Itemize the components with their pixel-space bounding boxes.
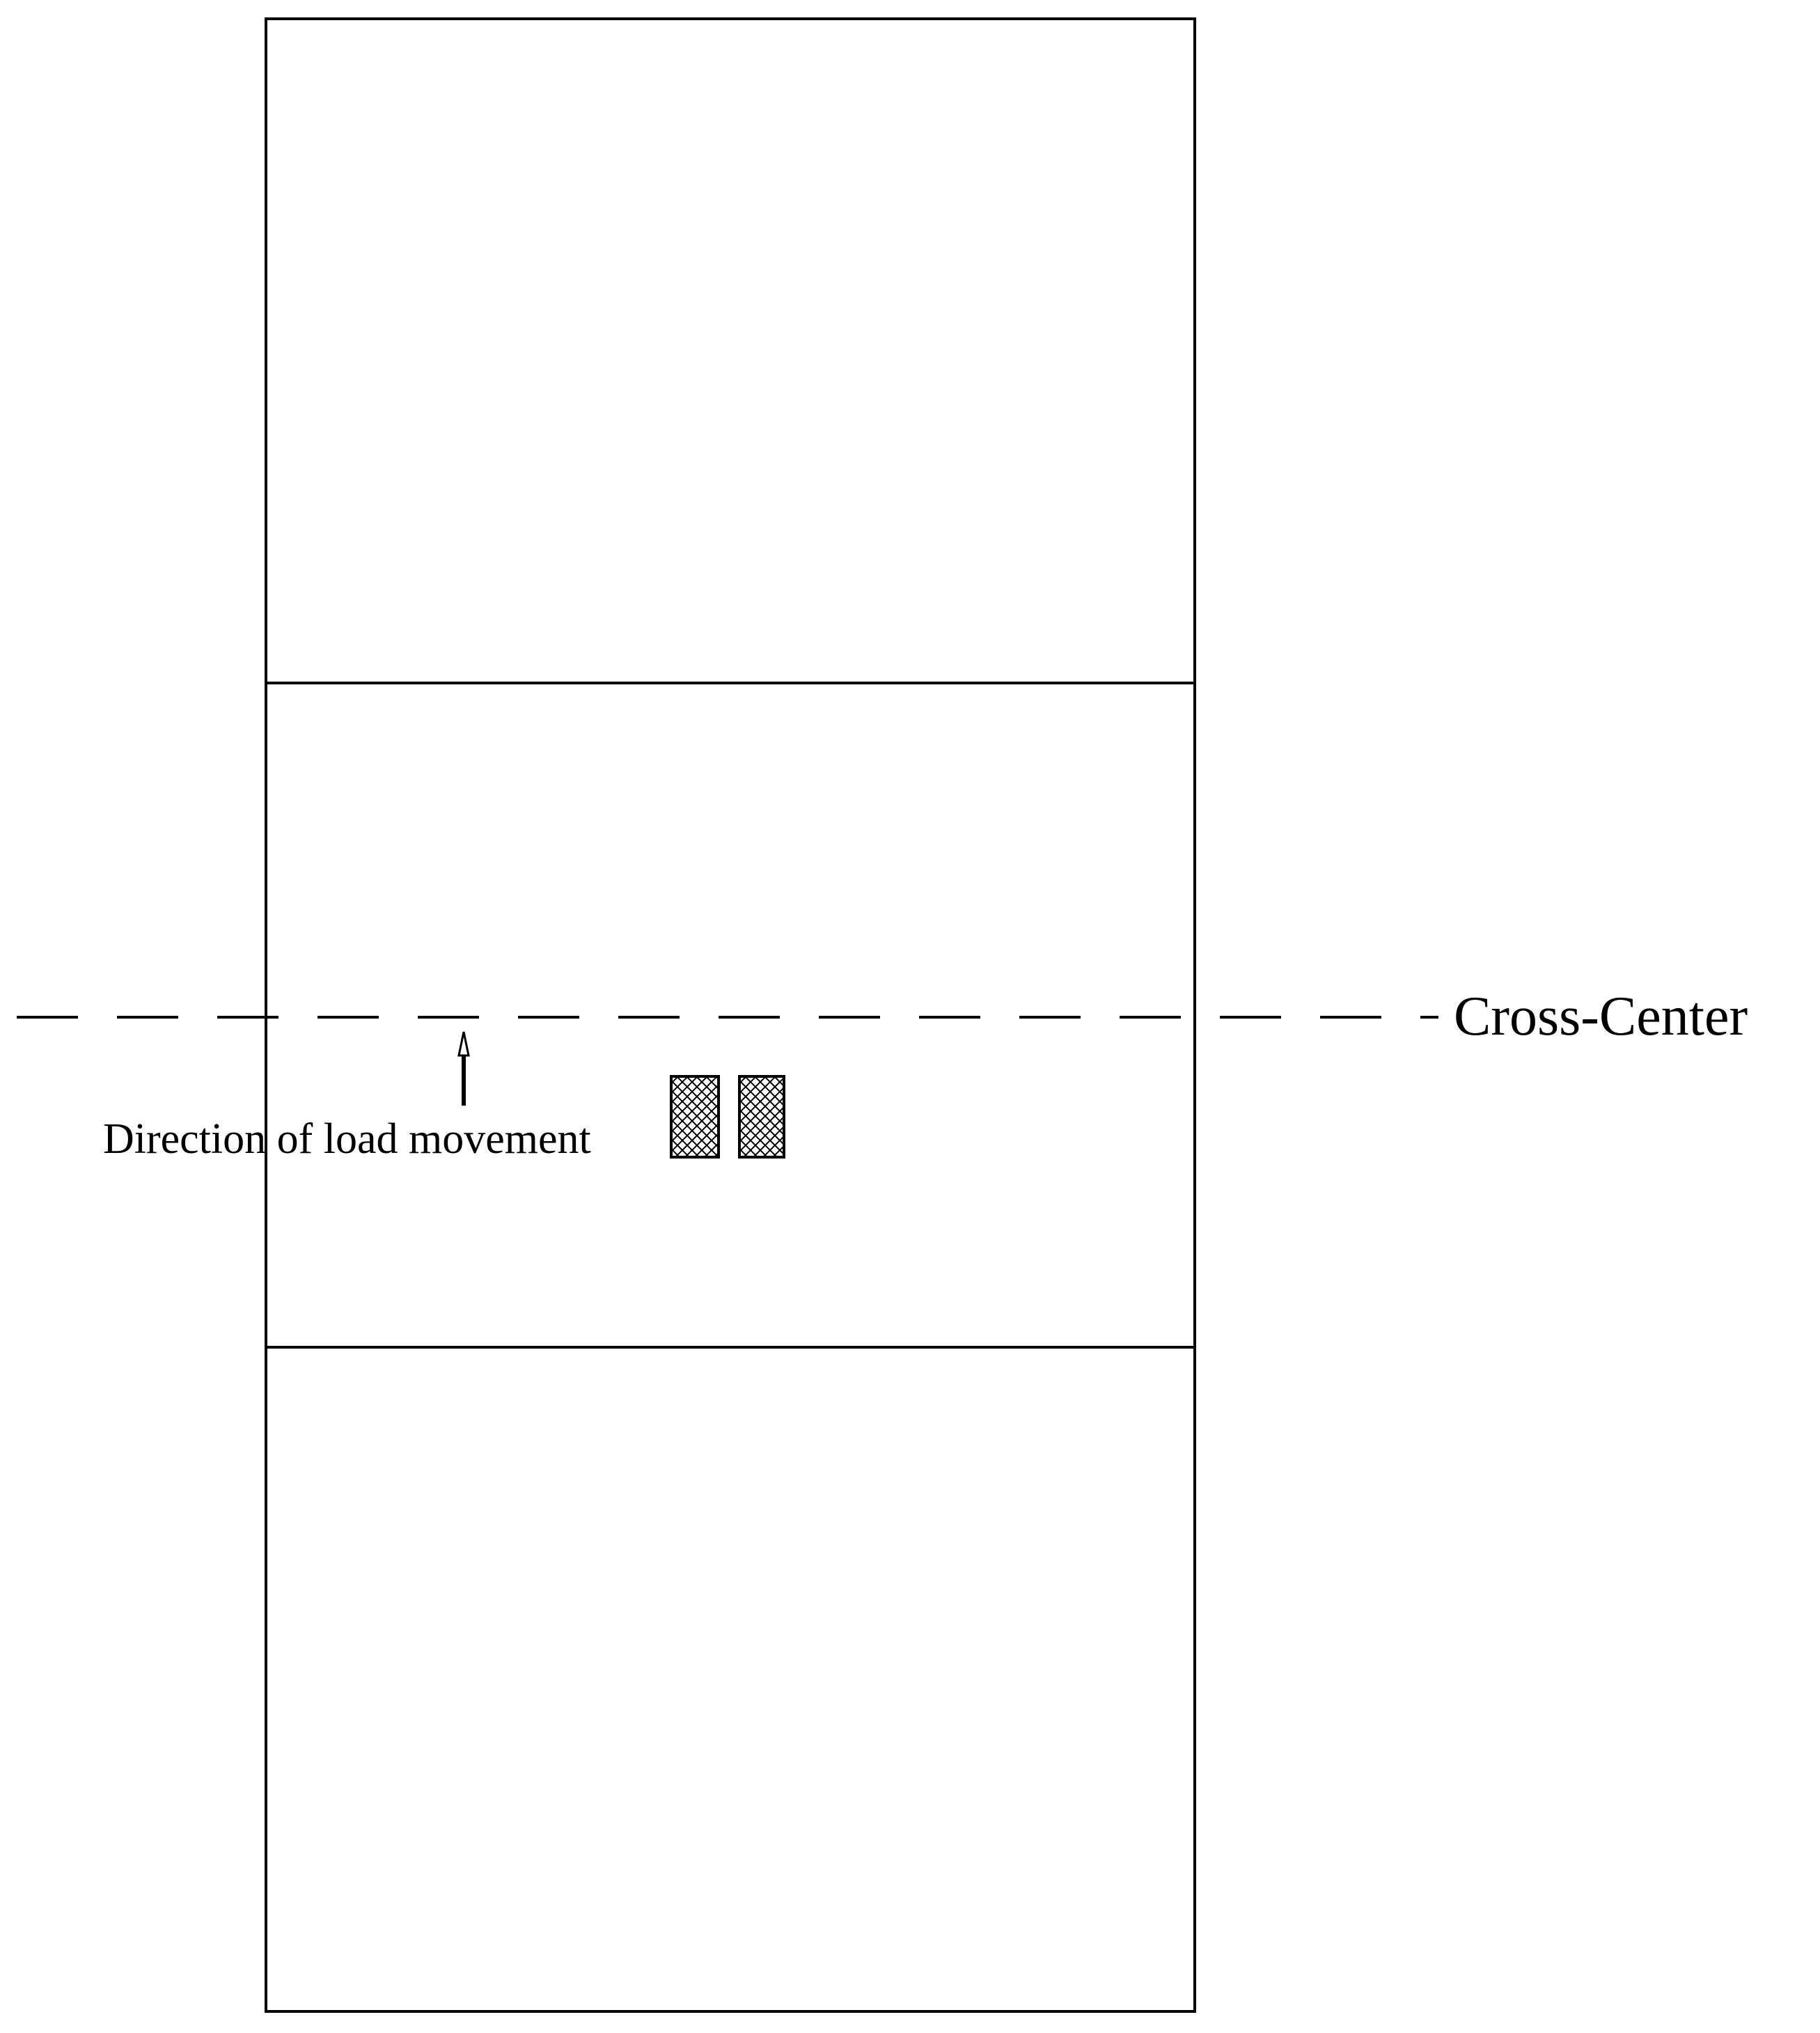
- direction-label: Direction of load movement: [103, 1115, 591, 1163]
- wheel-load-left: [670, 1075, 720, 1159]
- slab-outline: [265, 17, 1196, 2013]
- cross-center-label: Cross-Center: [1454, 986, 1748, 1047]
- wheel-load-right: [738, 1075, 785, 1159]
- arrow-up-icon: [457, 1031, 470, 1106]
